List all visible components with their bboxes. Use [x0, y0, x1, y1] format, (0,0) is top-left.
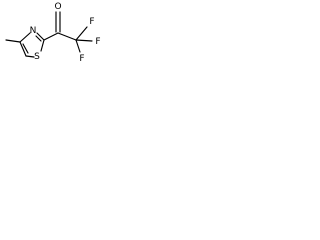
bond-c4-c5	[19, 41, 27, 57]
atom-label-sulfur: S	[34, 52, 40, 62]
bond-n3-c2	[36, 32, 45, 41]
bond-methyl-c4	[5, 39, 21, 43]
bond-c2-s1	[40, 39, 45, 52]
atom-label-fluorine-top: F	[89, 17, 94, 27]
atom-label-fluorine-bottom: F	[79, 54, 84, 64]
bond-c4-n3	[19, 32, 31, 43]
bond-cf3-f-bottom	[75, 39, 81, 53]
atom-label-nitrogen: N	[30, 26, 37, 36]
bond-cf3-f-top	[75, 26, 88, 41]
bond-c2-carbonyl	[43, 32, 59, 41]
atom-label-oxygen: O	[54, 2, 61, 12]
bond-carbonyl-cf3	[57, 32, 77, 41]
bond-n3-c2-inner	[35, 35, 42, 42]
bond-c4-c5-inner	[22, 43, 29, 54]
chemical-structure: F F F O N S	[5, 2, 101, 64]
bond-s1-c5	[25, 55, 35, 58]
atom-label-fluorine-right: F	[95, 37, 100, 47]
bond-cf3-f-right	[75, 39, 93, 42]
